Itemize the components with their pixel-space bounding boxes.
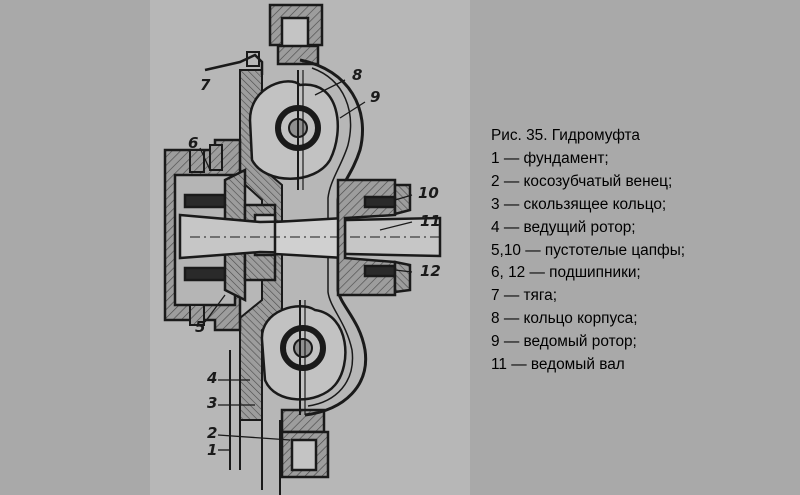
left-trunnion <box>163 138 247 332</box>
leader-lines <box>199 79 413 451</box>
hydraulic-coupling-drawing: 7 8 9 6 10 11 12 5 4 3 2 1 <box>150 0 470 495</box>
coupling-cross-section: 7 8 9 6 10 11 12 5 4 3 2 1 <box>150 0 470 495</box>
callout-7: 7 <box>200 76 211 94</box>
lower-torus <box>260 300 347 415</box>
driven-shaft <box>178 213 442 260</box>
callout-4: 4 <box>206 369 217 387</box>
callout-12: 12 <box>420 262 441 280</box>
caption-item: 7 — тяга; <box>491 287 557 305</box>
callout-8: 8 <box>352 66 362 84</box>
callout-1: 1 <box>207 441 217 459</box>
top-rim <box>268 3 324 66</box>
caption-item: 5,10 — пустотелые цапфы; <box>491 241 686 259</box>
left-flange-teeth <box>189 144 223 326</box>
figure-caption: Рис. 35. Гидромуфта 1 — фундамент; 2 — к… <box>491 125 791 377</box>
caption-item: 6, 12 — подшипники; <box>491 264 641 282</box>
callout-5: 5 <box>195 318 205 336</box>
caption-item: 9 — ведомый ротор; <box>491 333 637 351</box>
right-trunnion <box>336 178 412 297</box>
caption-item: 4 — ведущий ротор; <box>491 218 636 236</box>
callout-6: 6 <box>188 134 198 152</box>
caption-item: 8 — кольцо корпуса; <box>491 310 638 328</box>
upper-torus <box>248 70 340 190</box>
callout-3: 3 <box>207 394 217 412</box>
caption-item: 2 — косозубчатый венец; <box>491 172 673 190</box>
caption-title: Рис. 35. Гидромуфта <box>491 127 640 144</box>
callout-10: 10 <box>418 184 439 202</box>
linkage-rod <box>204 53 264 75</box>
callout-11: 11 <box>420 212 441 230</box>
caption-item: 11 — ведомый вал <box>491 356 625 374</box>
callout-9: 9 <box>370 88 380 106</box>
caption-item: 3 — скользящее кольцо; <box>491 195 667 213</box>
caption-item: 1 — фундамент; <box>491 149 609 167</box>
callout-2: 2 <box>207 424 217 442</box>
bottom-rim <box>280 408 330 479</box>
